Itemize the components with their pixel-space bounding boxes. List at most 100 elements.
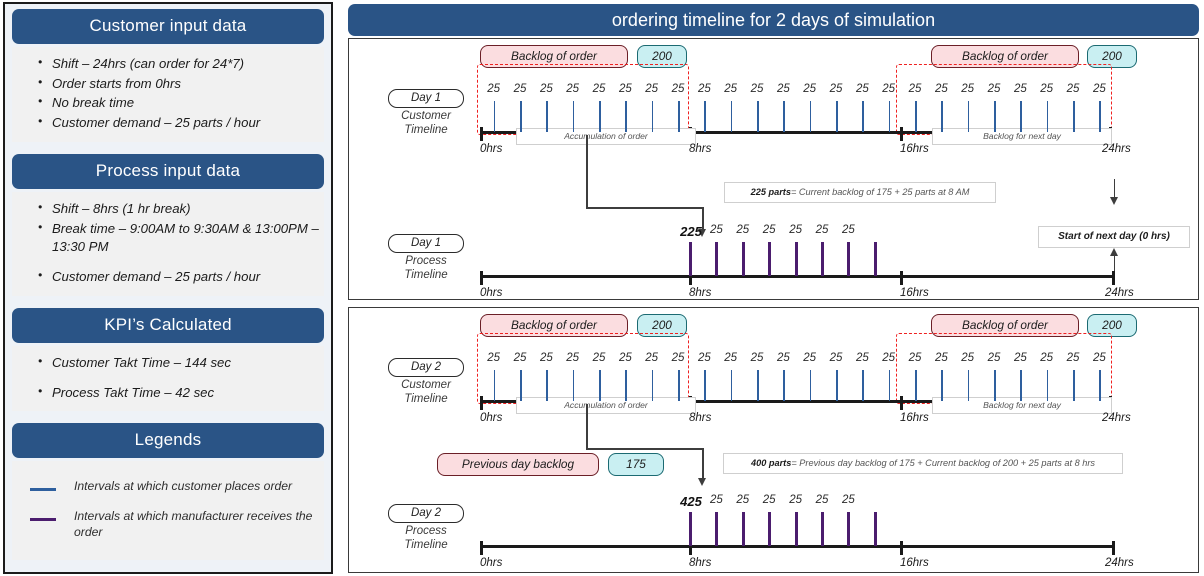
pill-backlog-of-order-right: Backlog of order bbox=[931, 314, 1079, 337]
legend-line-icon-customer bbox=[26, 482, 60, 496]
customer-tick-label: 25 bbox=[987, 352, 1001, 364]
customer-tick-label: 25 bbox=[803, 352, 817, 364]
customer-tick-label: 25 bbox=[750, 352, 764, 364]
axis-cap-16hrs bbox=[900, 127, 903, 141]
day2-panel: Backlog of order 200 Backlog of order 20… bbox=[348, 307, 1199, 573]
customer-tick bbox=[704, 101, 706, 132]
process-tick-label: 425 bbox=[680, 494, 702, 509]
list-item: Customer demand – 25 parts / hour bbox=[38, 267, 320, 287]
process-tick-label: 25 bbox=[762, 224, 776, 236]
hour-label-0hrs: 0hrs bbox=[480, 412, 503, 424]
customer-tick bbox=[1046, 101, 1049, 132]
customer-tick bbox=[599, 101, 601, 132]
customer-tick bbox=[572, 370, 575, 401]
customer-tick-label: 25 bbox=[882, 83, 896, 95]
pill-backlog-of-order-left: Backlog of order bbox=[480, 314, 628, 337]
process-hour-label-24hrs: 24hrs bbox=[1105, 557, 1134, 569]
list-item: Shift – 24hrs (can order for 24*7) bbox=[38, 54, 320, 74]
process-tick bbox=[689, 242, 692, 276]
list-item: Customer demand – 25 parts / hour bbox=[38, 113, 320, 133]
nextday-arrow-line-top bbox=[1114, 179, 1116, 199]
process-tick-label: 225 bbox=[680, 224, 702, 239]
customer-tick-label: 25 bbox=[1013, 83, 1027, 95]
pill-backlog-value-left: 200 bbox=[637, 45, 687, 68]
hour-label-8hrs: 8hrs bbox=[689, 143, 712, 155]
customer-tick bbox=[730, 370, 733, 401]
customer-tick bbox=[730, 101, 733, 132]
hour-label-8hrs: 8hrs bbox=[689, 412, 712, 424]
connector-arrow-down bbox=[698, 229, 706, 237]
customer-tick-label: 25 bbox=[1066, 83, 1080, 95]
process-tick bbox=[873, 512, 877, 546]
customer-tick bbox=[888, 101, 891, 132]
customer-tick bbox=[783, 370, 785, 401]
customer-tick bbox=[915, 370, 917, 401]
customer-tick bbox=[625, 101, 627, 132]
customer-tick bbox=[520, 370, 522, 401]
process-axis-cap-8hrs bbox=[689, 541, 692, 555]
process-tick-label: 25 bbox=[815, 494, 829, 506]
customer-tick-label: 25 bbox=[855, 83, 869, 95]
note-accumulation-of-order: Accumulation of order bbox=[516, 128, 696, 145]
process-tick bbox=[715, 512, 719, 546]
legend-line-icon-manufacturer bbox=[26, 512, 60, 526]
day-tag-day2: Day 2 bbox=[388, 358, 464, 377]
customer-tick bbox=[1099, 370, 1101, 401]
process-axis-cap-0hrs bbox=[480, 541, 483, 555]
customer-tick bbox=[520, 101, 522, 132]
customer-tick bbox=[704, 370, 706, 401]
customer-tick bbox=[1099, 101, 1101, 132]
customer-tick-label: 25 bbox=[1066, 352, 1080, 364]
customer-tick-label: 25 bbox=[1013, 352, 1027, 364]
nextday-arrow-line-bottom bbox=[1114, 254, 1116, 282]
panel-header-kpis: KPI’s Calculated bbox=[12, 307, 324, 343]
customer-axis-line bbox=[480, 400, 1112, 403]
process-hour-label-0hrs: 0hrs bbox=[480, 287, 503, 299]
customer-tick-label: 25 bbox=[539, 352, 553, 364]
callout-lead: 225 parts bbox=[750, 187, 791, 197]
customer-tick bbox=[651, 370, 654, 401]
connector-vertical-2 bbox=[702, 207, 704, 231]
customer-tick-label: 25 bbox=[645, 352, 659, 364]
list-item: Break time – 9:00AM to 9:30AM & 13:00PM … bbox=[38, 219, 320, 257]
axis-cap-0hrs bbox=[480, 127, 483, 141]
callout-225-parts: 225 parts= Current backlog of 175 + 25 p… bbox=[724, 182, 996, 203]
customer-tick bbox=[1020, 101, 1022, 132]
customer-tick-label: 25 bbox=[934, 83, 948, 95]
dashed-region-accumulation bbox=[477, 333, 689, 404]
process-tick-label: 25 bbox=[789, 224, 802, 236]
pill-backlog-value-right: 200 bbox=[1087, 45, 1137, 68]
timeline-area: ordering timeline for 2 days of simulati… bbox=[345, 2, 1202, 574]
customer-tick bbox=[783, 101, 785, 132]
customer-tick bbox=[862, 370, 864, 401]
customer-tick-label: 25 bbox=[855, 352, 869, 364]
process-tick-label: 25 bbox=[709, 494, 723, 506]
list-item: Customer Takt Time – 144 sec bbox=[38, 353, 320, 373]
customer-tick-label: 25 bbox=[513, 352, 527, 364]
process-tick-label: 25 bbox=[709, 224, 723, 236]
customer-tick bbox=[651, 101, 654, 132]
pill-backlog-value-left: 200 bbox=[637, 314, 687, 337]
process-tick bbox=[794, 242, 798, 276]
customer-tick-label: 25 bbox=[487, 352, 501, 364]
customer-tick-label: 25 bbox=[618, 83, 632, 95]
customer-tick bbox=[862, 101, 864, 132]
customer-tick-label: 25 bbox=[1092, 83, 1106, 95]
customer-tick-label: 25 bbox=[592, 83, 606, 95]
customer-tick-label: 25 bbox=[750, 83, 764, 95]
process-tick-label: 25 bbox=[841, 224, 855, 236]
process-tick-label: 25 bbox=[841, 494, 855, 506]
callout-text: Previous day backlog of 175 + Current ba… bbox=[799, 458, 1095, 468]
panel-header-legends: Legends bbox=[12, 423, 324, 459]
customer-tick bbox=[915, 101, 917, 132]
process-axis-cap-0hrs bbox=[480, 271, 483, 285]
process-tick-label: 25 bbox=[815, 224, 829, 236]
customer-tick-label: 25 bbox=[1040, 352, 1054, 364]
process-tick bbox=[847, 512, 851, 546]
process-axis-cap-24hrs bbox=[1112, 541, 1115, 555]
process-tick-label: 25 bbox=[789, 494, 802, 506]
process-tick bbox=[715, 242, 719, 276]
dashed-region-backlog-next-day bbox=[896, 333, 1112, 404]
customer-tick bbox=[1073, 101, 1075, 132]
